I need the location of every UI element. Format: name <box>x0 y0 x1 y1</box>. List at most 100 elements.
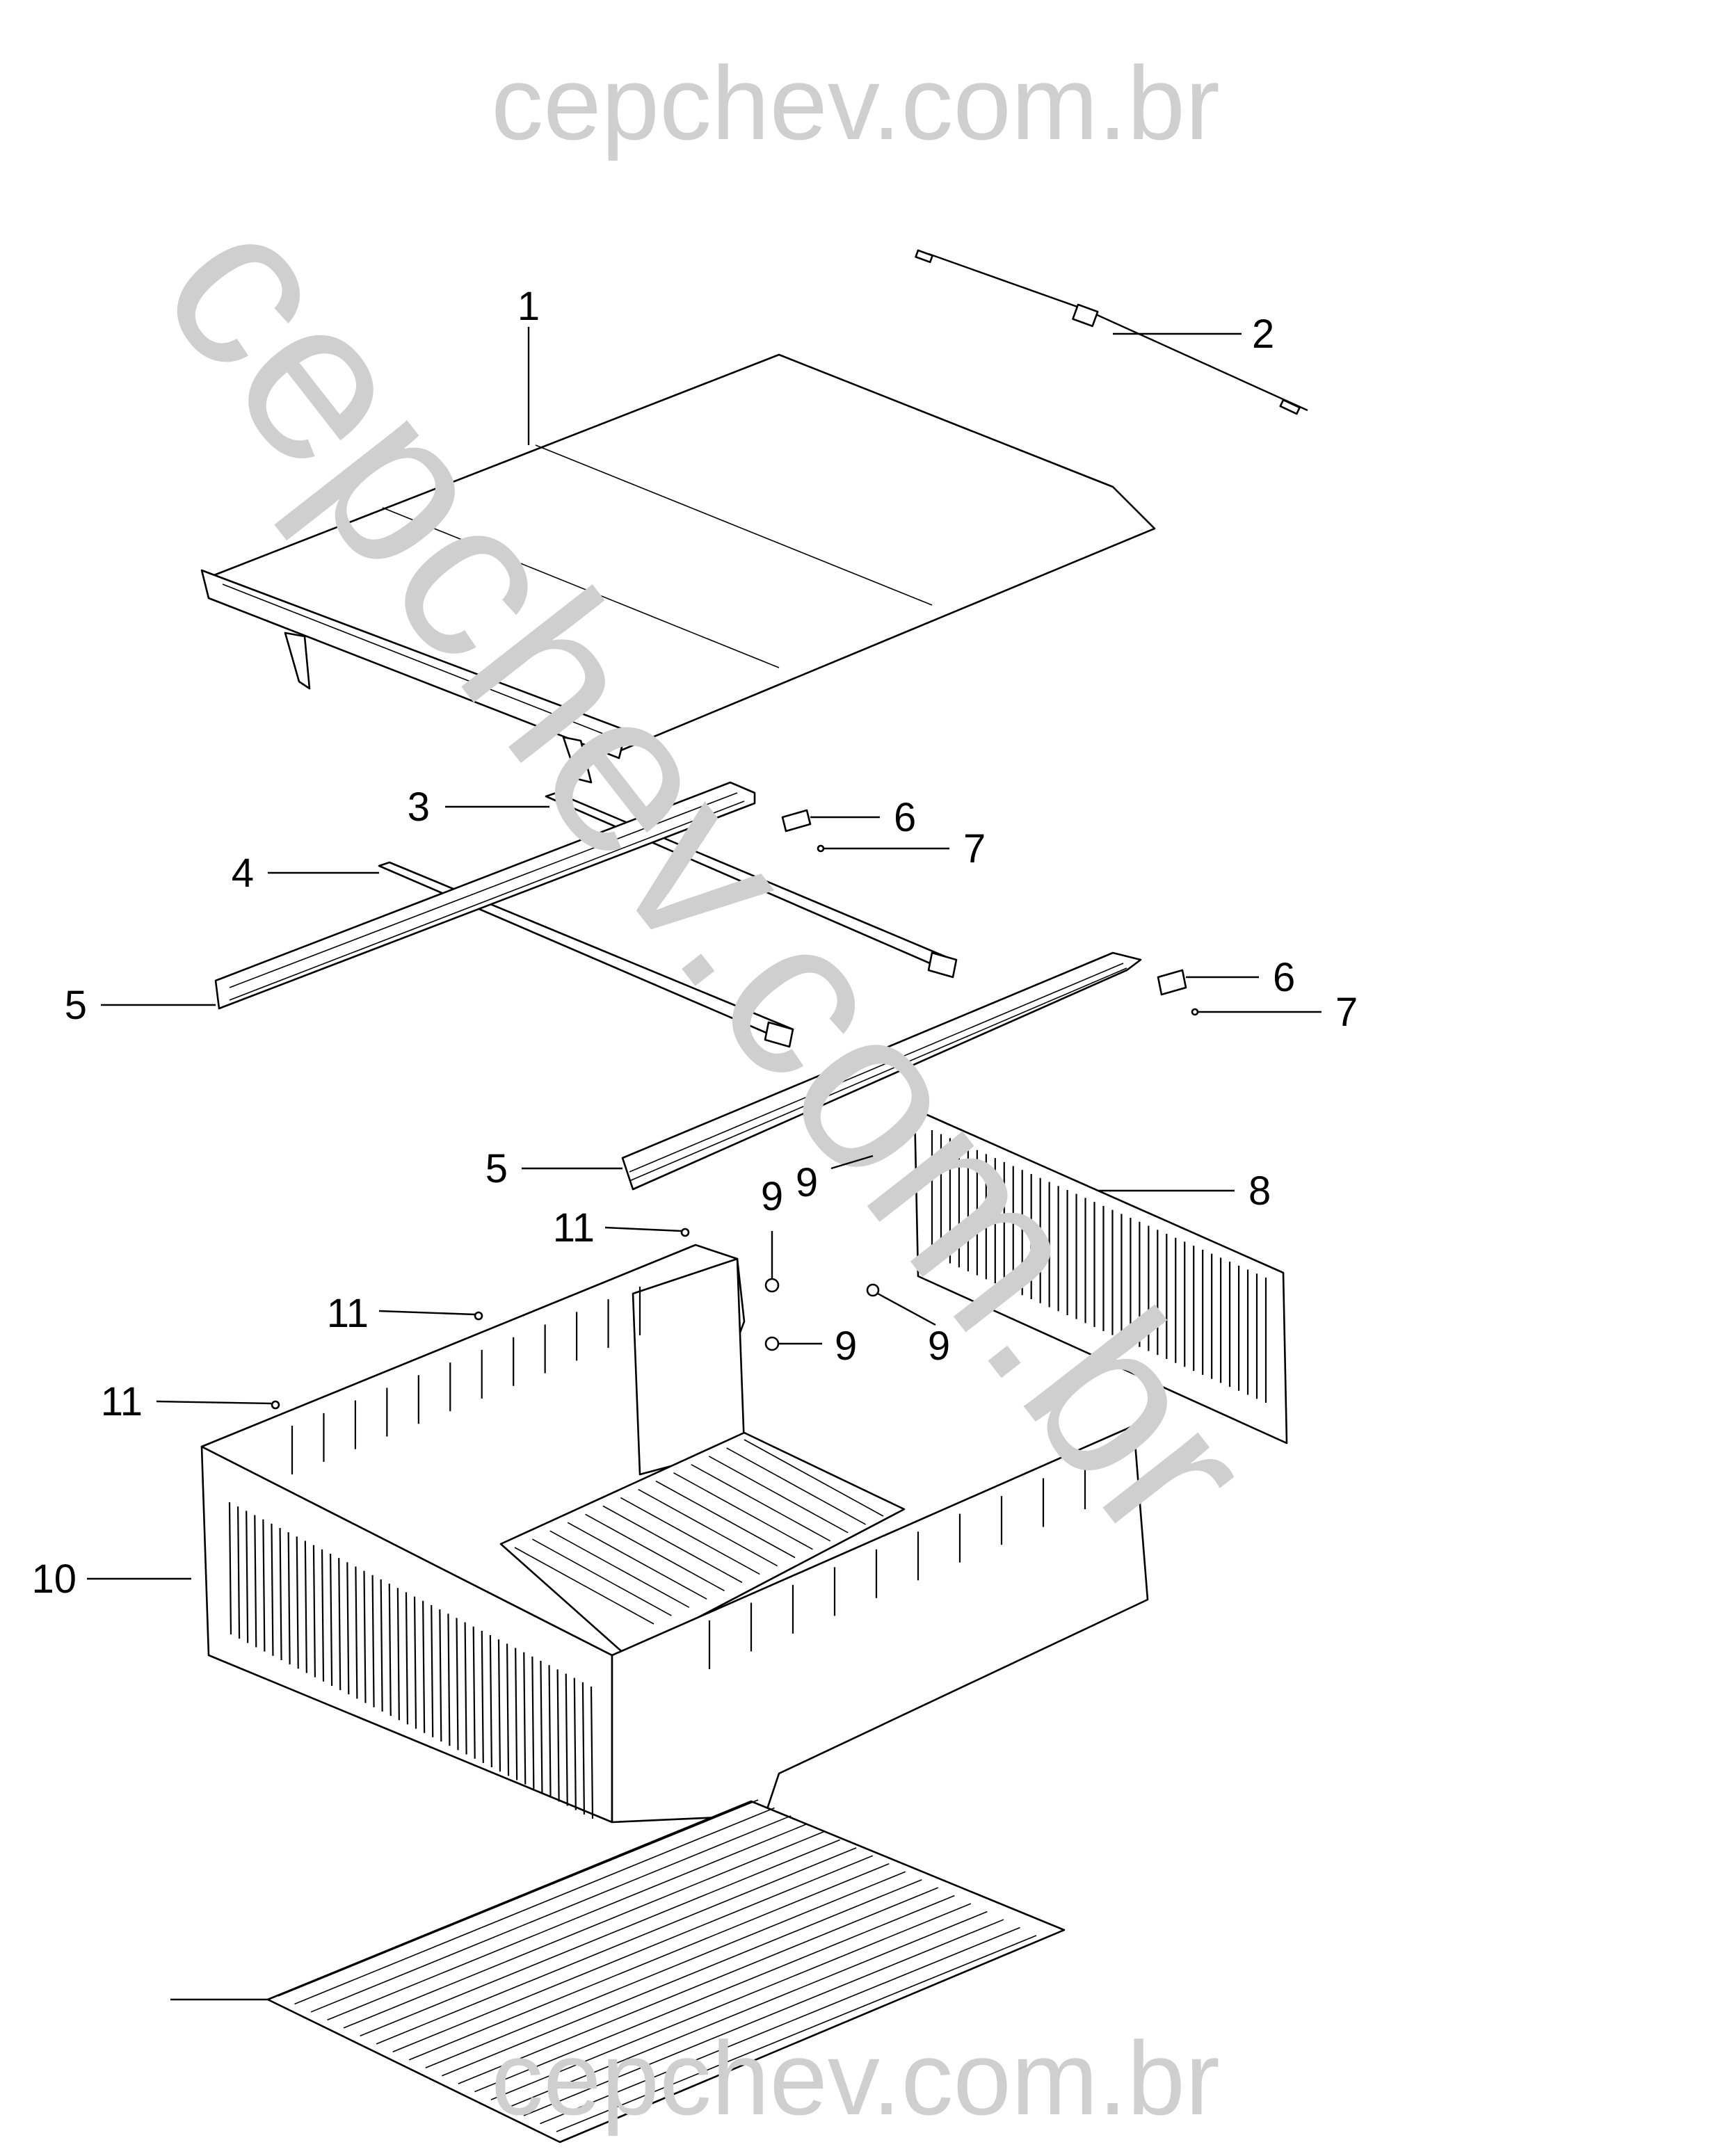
svg-text:8: 8 <box>1248 1168 1271 1214</box>
callout-11b: 11 <box>327 1291 476 1336</box>
part-fastener-9d <box>866 1283 880 1297</box>
mat-rib <box>441 1879 922 2077</box>
callout-11c: 11 <box>101 1379 272 1424</box>
front-wall-rib <box>236 1506 241 1639</box>
callout-9b: 9 <box>796 1155 874 1205</box>
front-wall-rib <box>271 1523 274 1656</box>
callout-11a: 11 <box>553 1205 682 1250</box>
part-tailgate-liner <box>913 1108 1288 1445</box>
mat-rib <box>458 1887 939 2084</box>
svg-text:6: 6 <box>1273 955 1295 1000</box>
mat-rib <box>540 1926 1020 2125</box>
front-wall-rib <box>548 1665 552 1798</box>
front-wall-rib <box>413 1596 417 1729</box>
svg-text:7: 7 <box>1335 990 1358 1035</box>
front-wall-rib <box>573 1678 577 1810</box>
callout-5b: 5 <box>485 1146 622 1191</box>
floor-rib <box>691 1464 831 1542</box>
front-wall-rib <box>279 1527 282 1660</box>
mat-rib <box>490 1903 972 2100</box>
front-wall-rib <box>228 1502 232 1635</box>
mat-rib <box>360 1839 840 2037</box>
floor-rib <box>620 1497 760 1575</box>
floor-rib <box>655 1480 796 1559</box>
part-fastener-9c <box>764 1336 780 1351</box>
part-side-rail-right <box>621 951 1142 1191</box>
part-screw-7b <box>1191 1008 1199 1016</box>
front-wall-rib <box>523 1652 527 1785</box>
front-wall-rib <box>246 1511 249 1643</box>
front-wall-rib <box>296 1536 299 1669</box>
svg-text:4: 4 <box>232 851 254 896</box>
floor-rib <box>514 1547 654 1625</box>
floor-rib <box>549 1530 690 1608</box>
callout-3: 3 <box>408 785 549 830</box>
front-wall-rib <box>431 1604 434 1737</box>
part-floor-mat <box>266 1799 1066 2143</box>
front-wall-rib <box>422 1600 426 1733</box>
mat-rib <box>327 1823 808 2021</box>
front-wall-rib <box>338 1558 342 1691</box>
callout-9a: 9 <box>761 1174 783 1280</box>
part-screw-7a <box>817 844 825 853</box>
part-fastener-11a <box>680 1228 690 1237</box>
front-wall-rib <box>456 1618 459 1751</box>
mat-rib <box>343 1831 824 2029</box>
svg-text:10: 10 <box>31 1556 77 1602</box>
callout-9c: 9 <box>778 1324 857 1369</box>
front-wall-rib <box>439 1609 442 1742</box>
front-wall-rib <box>447 1614 451 1746</box>
mat-rib <box>310 1815 792 2013</box>
callout-2: 2 <box>1113 312 1274 357</box>
part-clip-6a <box>781 809 812 832</box>
front-wall-rib <box>581 1682 586 1815</box>
front-wall-rib <box>464 1622 467 1755</box>
part-clip-6b <box>1157 969 1187 996</box>
front-wall-rib <box>556 1669 560 1802</box>
part-bed-liner <box>200 1244 1149 1824</box>
callout-10: 10 <box>31 1556 191 1602</box>
floor-rib <box>585 1513 725 1592</box>
mat-rib <box>425 1871 906 2068</box>
front-wall-rib <box>262 1519 266 1652</box>
mat-rib <box>408 1863 890 2061</box>
front-wall-rib <box>531 1656 535 1789</box>
mat-rib <box>474 1894 955 2093</box>
floor-rib <box>602 1505 743 1584</box>
front-wall-rib <box>355 1566 358 1699</box>
svg-text:11: 11 <box>327 1291 369 1336</box>
floor-rib <box>567 1522 707 1600</box>
callout-1: 1 <box>517 284 540 445</box>
front-wall-rib <box>540 1661 543 1794</box>
mat-rib <box>507 1910 988 2109</box>
front-wall-rib <box>330 1553 333 1686</box>
front-wall-rib <box>506 1643 510 1776</box>
watermark-top: cepchev.com.br <box>491 45 1220 161</box>
callout-4: 4 <box>232 851 379 896</box>
svg-text:1: 1 <box>517 284 540 329</box>
front-wall-rib <box>396 1588 400 1721</box>
front-wall-rib <box>481 1630 484 1763</box>
front-wall-rib <box>304 1540 307 1673</box>
svg-text:9: 9 <box>835 1324 857 1369</box>
floor-rib <box>744 1439 884 1517</box>
watermark-bottom: cepchev.com.br <box>491 2020 1220 2137</box>
part-cable <box>915 249 1308 415</box>
callout-6a: 6 <box>810 795 916 840</box>
front-wall-rib <box>371 1575 375 1707</box>
mat-rib <box>376 1847 857 2045</box>
callout-9d: 9 <box>877 1292 950 1369</box>
front-wall-rib <box>590 1686 594 1819</box>
floor-rib <box>638 1488 778 1567</box>
front-wall-rib <box>363 1570 367 1703</box>
svg-text:11: 11 <box>101 1379 143 1424</box>
svg-text:3: 3 <box>408 785 430 830</box>
front-wall-rib <box>380 1579 383 1712</box>
floor-rib <box>726 1447 867 1525</box>
front-wall-rib <box>346 1562 350 1695</box>
callout-7a: 7 <box>824 826 986 871</box>
front-wall-rib <box>565 1673 568 1806</box>
svg-text:11: 11 <box>553 1205 595 1250</box>
mat-rib <box>556 1935 1037 2132</box>
